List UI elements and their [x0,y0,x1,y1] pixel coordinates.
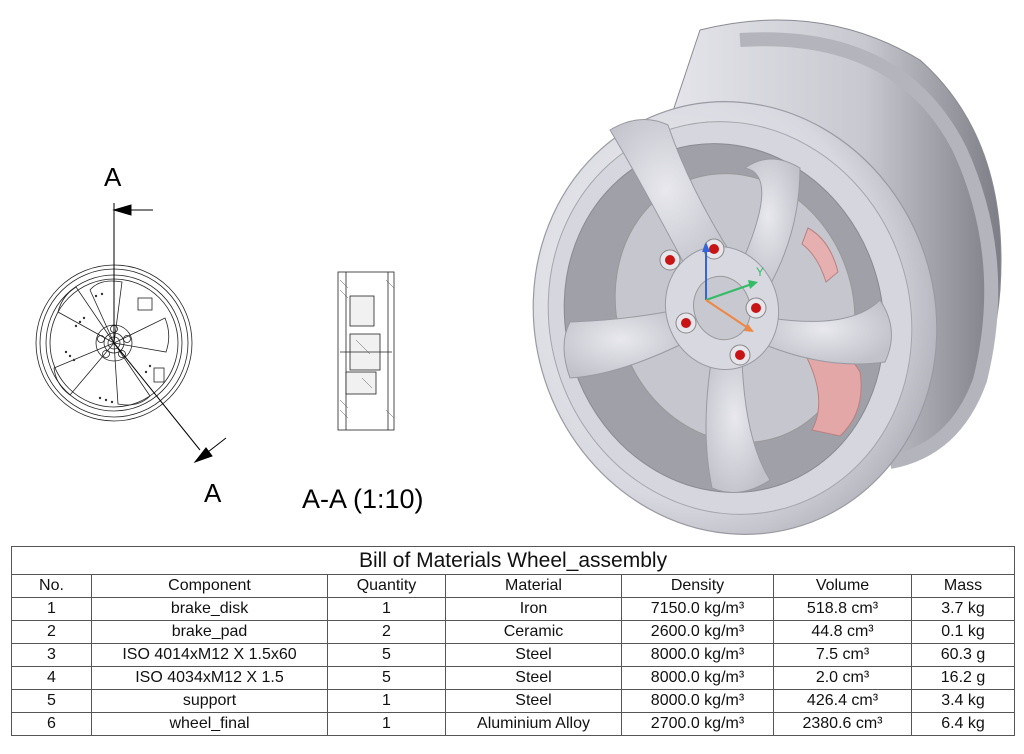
table-row: 3 ISO 4014xM12 X 1.5x60 5 Steel 8000.0 k… [11,643,1016,667]
bom-header-component: Component [91,574,328,598]
bom-cell-density: 2700.0 kg/m³ [621,712,774,736]
bom-cell-no: 4 [11,666,92,690]
bom-cell-material: Ceramic [445,620,622,644]
bom-cell-density: 7150.0 kg/m³ [621,597,774,621]
bom-title: Bill of Materials Wheel_assembly [10,546,1016,575]
brake-pad-upper [801,227,839,283]
section-arrow-top-head [112,204,132,216]
table-row: 1 brake_disk 1 Iron 7150.0 kg/m³ 518.8 c… [11,597,1016,621]
bom-cell-material: Aluminium Alloy [445,712,622,736]
bom-cell-quantity: 1 [327,597,446,621]
bom-cell-mass: 0.1 kg [910,620,1016,644]
bom-cell-density: 2600.0 kg/m³ [621,620,774,644]
bom-title-row: Bill of Materials Wheel_assembly [10,546,1016,575]
section-view [337,271,395,431]
bom-cell-quantity: 1 [327,689,446,713]
bom-cell-mass: 3.4 kg [910,689,1016,713]
bom-cell-volume: 44.8 cm³ [773,620,912,644]
triad-y-label: Y [756,265,765,279]
bill-of-materials-table: Bill of Materials Wheel_assembly No. Com… [10,546,1016,736]
bom-cell-volume: 7.5 cm³ [773,643,912,667]
coordinate-triad [702,242,758,332]
bom-header-material: Material [445,574,622,598]
bom-cell-no: 3 [11,643,92,667]
bom-cell-material: Iron [445,597,622,621]
bom-cell-volume: 426.4 cm³ [773,689,912,713]
drawing-canvas [35,19,1002,535]
bom-header-row: No. Component Quantity Material Density … [11,574,1016,598]
bom-cell-material: Steel [445,643,622,667]
section-line-diagonal [113,342,201,451]
bom-cell-mass: 3.7 kg [910,597,1016,621]
drawing-sheet: A A A-A (1:10) Y [35,19,1002,535]
bom-cell-volume: 2.0 cm³ [773,666,912,690]
bom-cell-component: ISO 4014xM12 X 1.5x60 [91,643,328,667]
bom-cell-quantity: 5 [327,643,446,667]
bom-cell-component: brake_pad [91,620,328,644]
bom-cell-material: Steel [445,666,622,690]
triad-x-axis [705,299,749,329]
lug-bolt [729,344,751,366]
lug-bolt [745,297,767,319]
bom-cell-mass: 16.2 g [910,666,1016,690]
wheel-rim-back [739,32,999,469]
bom-header-volume: Volume [773,574,912,598]
table-row: 6 wheel_final 1 Aluminium Alloy 2700.0 k… [11,712,1016,736]
section-line [112,203,227,464]
bom-header-mass: Mass [910,574,1016,598]
bom-cell-density: 8000.0 kg/m³ [621,689,774,713]
lug-bolt [659,249,681,271]
bom-cell-quantity: 5 [327,666,446,690]
section-marker-bottom: A [204,478,222,508]
bom-cell-material: Steel [445,689,622,713]
section-arrow-bottom-head [193,447,213,464]
table-row: 4 ISO 4034xM12 X 1.5 5 Steel 8000.0 kg/m… [11,666,1016,690]
lug-bolts [659,238,767,366]
bom-cell-no: 5 [11,689,92,713]
bom-header-no: No. [11,574,92,598]
triad-y-axis [705,283,753,301]
bom-cell-no: 1 [11,597,92,621]
section-view-label: A-A (1:10) [302,484,424,514]
isometric-wheel [532,19,1002,535]
bom-cell-quantity: 1 [327,712,446,736]
bom-header-density: Density [621,574,774,598]
bom-cell-density: 8000.0 kg/m³ [621,643,774,667]
bom-cell-component: wheel_final [91,712,328,736]
table-row: 2 brake_pad 2 Ceramic 2600.0 kg/m³ 44.8 … [11,620,1016,644]
bom-cell-volume: 518.8 cm³ [773,597,912,621]
lug-bolt [675,312,697,334]
bom-cell-no: 2 [11,620,92,644]
bom-cell-component: support [91,689,328,713]
bom-cell-volume: 2380.6 cm³ [773,712,912,736]
bom-header-quantity: Quantity [327,574,446,598]
bom-cell-no: 6 [11,712,92,736]
wheel-spokes [563,119,892,493]
bom-cell-component: brake_disk [91,597,328,621]
bom-cell-mass: 60.3 g [910,643,1016,667]
bom-cell-mass: 6.4 kg [910,712,1016,736]
section-marker-top: A [104,162,122,192]
table-row: 5 support 1 Steel 8000.0 kg/m³ 426.4 cm³… [11,689,1016,713]
wheel-center-bore [693,275,751,341]
bom-cell-quantity: 2 [327,620,446,644]
bom-cell-density: 8000.0 kg/m³ [621,666,774,690]
bom-cell-component: ISO 4034xM12 X 1.5 [91,666,328,690]
